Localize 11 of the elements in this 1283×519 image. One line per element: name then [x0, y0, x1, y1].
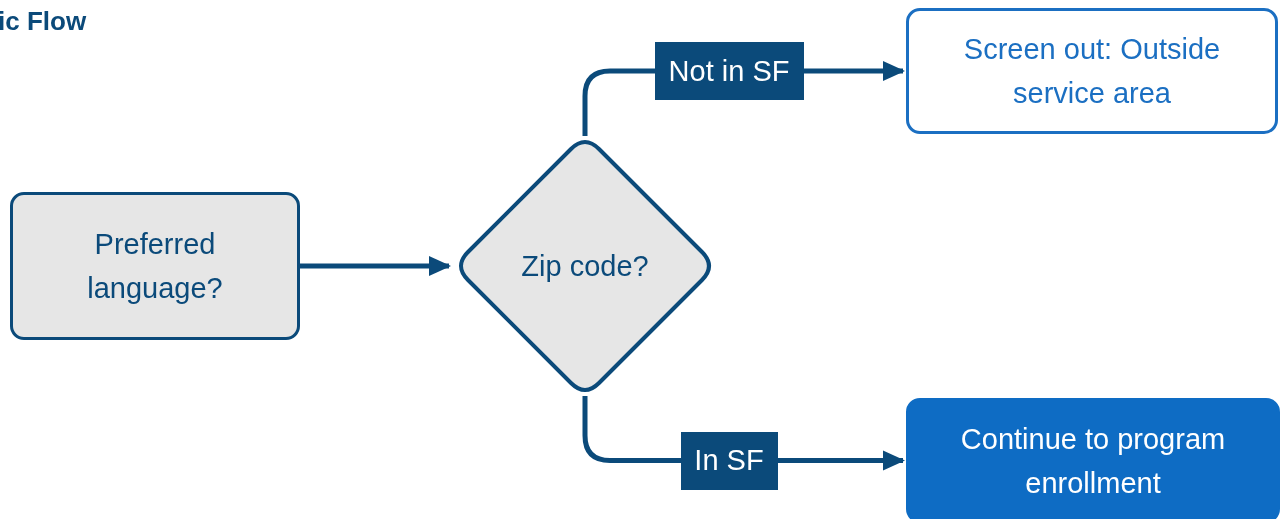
- outcome-box: [906, 398, 1280, 519]
- outcome-box: [906, 8, 1278, 134]
- edge-label: In SF: [680, 431, 778, 490]
- arrow: [300, 256, 451, 276]
- node-label: Zip code?: [520, 249, 650, 284]
- edge-label: Not in SF: [654, 42, 804, 100]
- diagram-title: ic Flow: [0, 6, 87, 37]
- node-label: Preferred language?: [86, 227, 224, 306]
- node-label: Screen out: Outside service area: [962, 32, 1222, 111]
- node-label: Continue to program enrollment: [959, 421, 1227, 501]
- process-box: [10, 192, 300, 340]
